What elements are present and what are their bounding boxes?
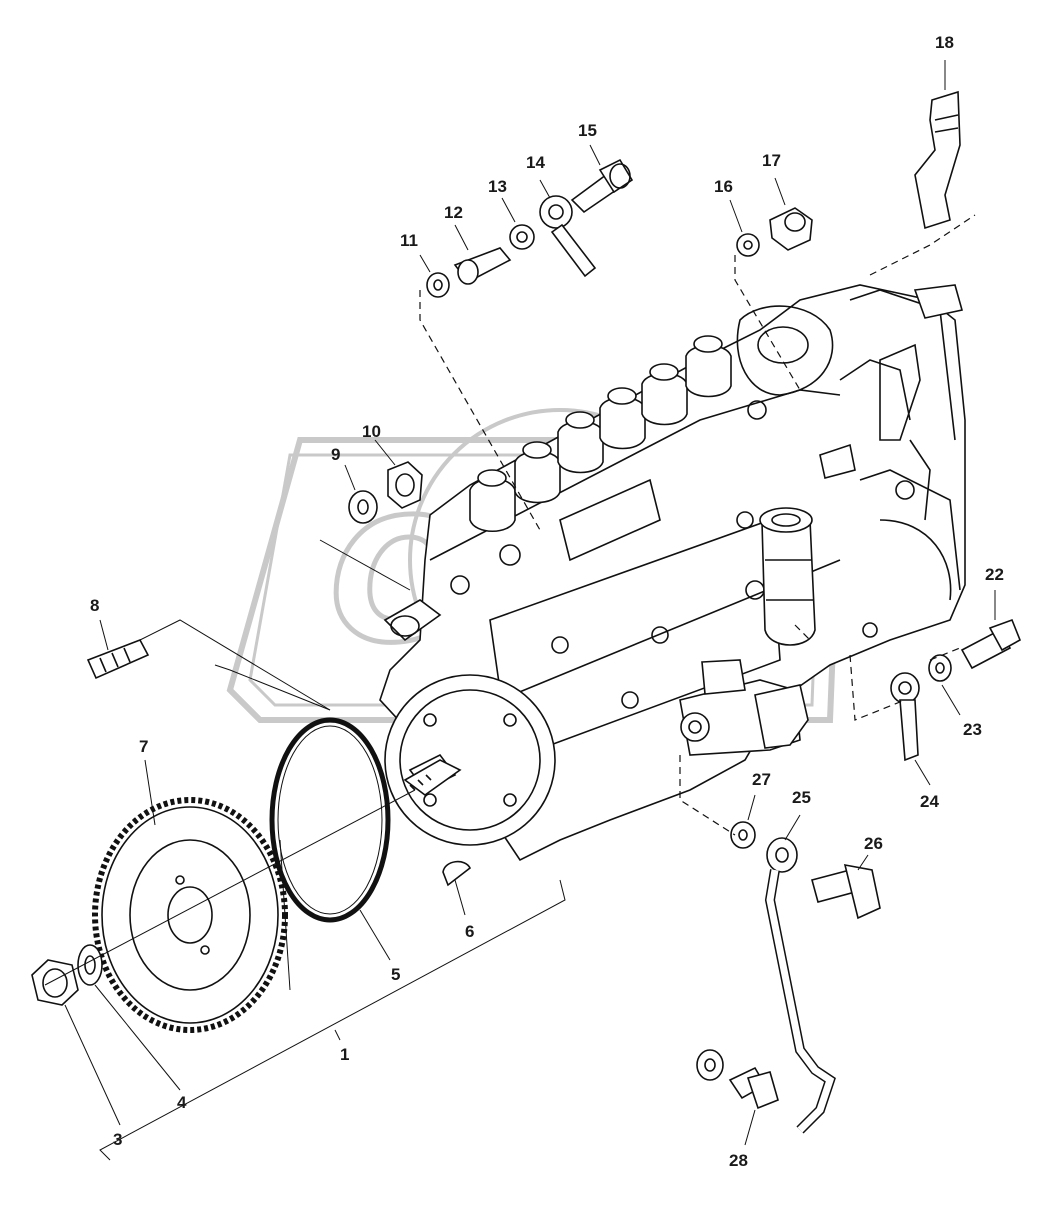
washer-16: [736, 233, 760, 257]
callout-11: 11: [400, 231, 418, 250]
banjo-bolt-15: [570, 158, 634, 214]
callout-10: 10: [362, 422, 381, 441]
o-ring: [269, 717, 391, 923]
nut-17: [769, 207, 813, 251]
callout-22: 22: [985, 565, 1004, 584]
gear-nut: [31, 959, 79, 1006]
washer-11: [426, 272, 450, 298]
callout-9: 9: [331, 445, 340, 464]
callout-16: 16: [714, 177, 733, 196]
adapter-12: [453, 247, 512, 285]
delivery-valve-holders: [469, 335, 732, 532]
fuel-pipe-25: [764, 837, 836, 1134]
callout-24: 24: [920, 792, 939, 811]
banjo-24: [890, 672, 920, 762]
callout-14: 14: [526, 153, 545, 172]
callout-3: 3: [113, 1130, 122, 1149]
stud-8: [86, 638, 150, 680]
callout-5: 5: [391, 965, 400, 984]
callout-23: 23: [963, 720, 982, 739]
callout-18: 18: [935, 33, 954, 52]
callout-26: 26: [864, 834, 883, 853]
washer-27: [730, 821, 756, 849]
injection-pump-body: [379, 284, 966, 862]
callout-28: 28: [729, 1151, 748, 1170]
callout-27: 27: [752, 770, 771, 789]
callout-6: 6: [465, 922, 474, 941]
callouts: 1 3 4 5 6 7 8 9 10 11 12 13 14 15 16 17 …: [90, 33, 1004, 1170]
banjo-14: [539, 195, 597, 278]
nut-10: [387, 461, 423, 509]
callout-4: 4: [177, 1093, 187, 1112]
adapter-28: [728, 1066, 779, 1110]
gear-washer: [77, 944, 103, 986]
callout-1: 1: [340, 1045, 349, 1064]
callout-17: 17: [762, 151, 781, 170]
woodruff-key: [442, 860, 472, 887]
front-flange: [384, 674, 556, 846]
callout-15: 15: [578, 121, 597, 140]
washer-9: [348, 490, 378, 524]
callout-8: 8: [90, 596, 99, 615]
callout-12: 12: [444, 203, 463, 222]
callout-7: 7: [139, 737, 148, 756]
callout-25: 25: [792, 788, 811, 807]
callout-13: 13: [488, 177, 507, 196]
washer-23: [928, 654, 952, 682]
drive-gear: [92, 797, 291, 1033]
hand-primer: [759, 507, 816, 646]
banjo-bolt-22: [960, 618, 1022, 670]
bolt-26: [811, 863, 881, 920]
washer-28: [696, 1049, 724, 1081]
leader-lines: [44, 60, 996, 1161]
bracket-18: [914, 90, 961, 230]
washer-13: [509, 224, 535, 250]
